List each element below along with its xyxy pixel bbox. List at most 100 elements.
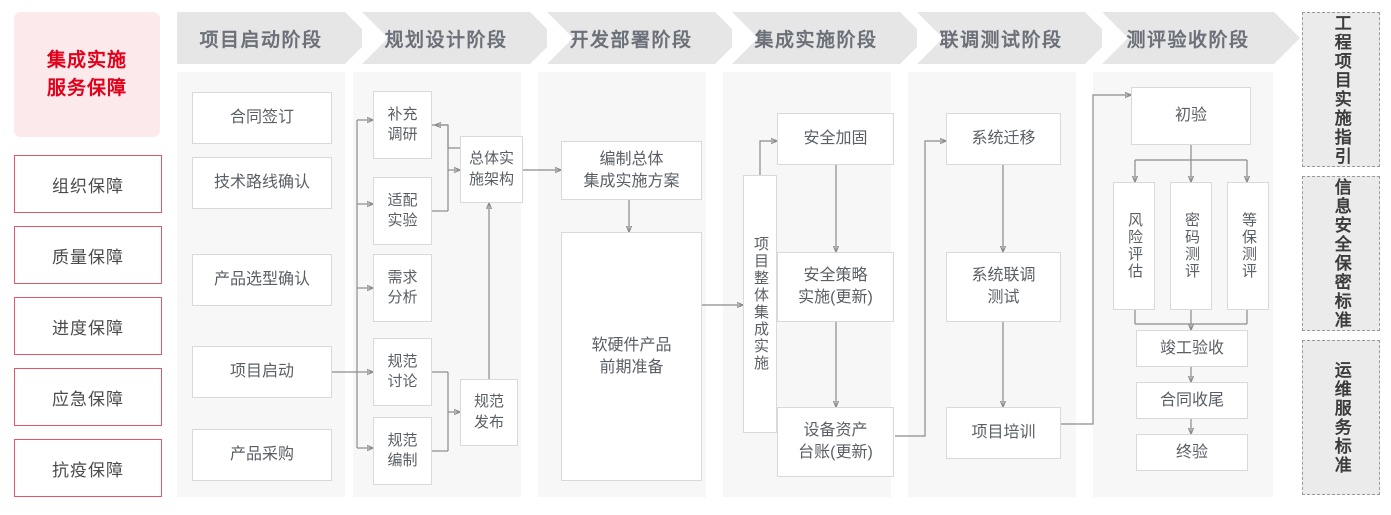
node-label: 密码测评 [1183, 212, 1200, 280]
node-label: 发布 [473, 413, 504, 431]
node-contract-closure[interactable]: 合同收尾 [1136, 382, 1248, 419]
node-label: 技术路线确认 [213, 174, 310, 192]
standard-panel-ops[interactable]: 运维服务标准 [1302, 340, 1380, 495]
node-label: 软硬件产品 [591, 336, 672, 354]
node-label: 产品选型确认 [213, 271, 310, 289]
node-system-migration[interactable]: 系统迁移 [946, 113, 1061, 165]
node-label: 需求 [387, 268, 418, 286]
node-hw-sw-preparation[interactable]: 软硬件产品前期准备 [561, 232, 702, 481]
sidebar-item-quality[interactable]: 质量保障 [14, 226, 162, 284]
sidebar-title: 集成实施 服务保障 [14, 12, 160, 137]
node-adaptation-test[interactable]: 适配实验 [373, 177, 432, 245]
node-label: 施架构 [468, 170, 514, 188]
node-preliminary-acceptance[interactable]: 初验 [1131, 87, 1251, 145]
node-label: 安全策略 [803, 267, 868, 285]
phase-header-5[interactable]: 联调测试阶段 [917, 12, 1111, 64]
sidebar-item-schedule[interactable]: 进度保障 [14, 297, 162, 355]
node-label: 前期准备 [599, 358, 664, 376]
node-label: 合同收尾 [1159, 391, 1224, 409]
node-label: 规范 [387, 431, 418, 449]
sidebar-item-emergency[interactable]: 应急保障 [14, 368, 162, 426]
standard-panel-label: 运维服务标准 [1331, 360, 1351, 475]
sidebar-item-label: 进度保障 [52, 318, 124, 338]
node-label: 实施(更新) [798, 289, 873, 306]
node-label: 项目启动 [229, 363, 294, 381]
node-security-hardening[interactable]: 安全加固 [777, 113, 894, 165]
node-draft-integration-plan[interactable]: 编制总体集成实施方案 [561, 141, 702, 200]
node-label: 规范 [387, 352, 418, 370]
node-mlps-evaluation[interactable]: 等保测评 [1227, 182, 1269, 310]
node-label: 总体实 [468, 150, 514, 168]
node-supplementary-research[interactable]: 补充调研 [373, 91, 432, 159]
node-product-selection[interactable]: 产品选型确认 [192, 254, 332, 306]
standard-panel-infosec[interactable]: 信息安全保密标准 [1302, 176, 1380, 331]
node-label: 规范 [473, 393, 504, 411]
node-label: 设备资产 [803, 422, 868, 440]
sidebar-item-label: 质量保障 [52, 247, 124, 267]
node-spec-drafting[interactable]: 规范编制 [373, 417, 432, 485]
chevron-right-icon [1274, 12, 1300, 64]
node-spec-discussion[interactable]: 规范讨论 [373, 338, 432, 406]
node-tech-route[interactable]: 技术路线确认 [192, 157, 332, 209]
node-label: 补充 [387, 105, 418, 123]
node-overall-architecture[interactable]: 总体实施架构 [460, 136, 523, 203]
node-label: 实验 [387, 212, 418, 229]
node-label: 产品采购 [229, 446, 294, 464]
node-label: 测试 [987, 289, 1020, 306]
standard-panel-label: 工程项目实施指引 [1331, 13, 1351, 166]
node-label: 风险评估 [1126, 212, 1143, 280]
sidebar-item-epidemic[interactable]: 抗疫保障 [14, 439, 162, 497]
phase-header-4[interactable]: 集成实施阶段 [732, 12, 926, 64]
sidebar-item-label: 组织保障 [52, 176, 124, 196]
node-label: 竣工验收 [1159, 339, 1224, 357]
node-project-training[interactable]: 项目培训 [946, 407, 1061, 459]
phase-header-2[interactable]: 规划设计阶段 [362, 12, 556, 64]
phase-header-1[interactable]: 项目启动阶段 [177, 12, 371, 64]
phase-header-6[interactable]: 测评验收阶段 [1102, 12, 1300, 64]
node-requirement-analysis[interactable]: 需求分析 [373, 254, 432, 322]
node-label: 适配 [387, 191, 418, 209]
node-label: 项目培训 [971, 424, 1036, 442]
chevron-notch-icon [547, 12, 573, 64]
node-label: 等保测评 [1240, 212, 1257, 280]
node-label: 终验 [1175, 443, 1208, 461]
phase-header-label: 开发部署阶段 [569, 29, 693, 51]
phase-header-label: 集成实施阶段 [754, 29, 878, 51]
node-label: 项目整体集成实施 [752, 236, 769, 372]
standard-panel-label: 信息安全保密标准 [1331, 177, 1351, 330]
node-label: 安全加固 [803, 130, 868, 148]
node-asset-ledger[interactable]: 设备资产台账(更新) [777, 407, 894, 477]
node-label: 调研 [387, 126, 418, 143]
node-overall-integration[interactable]: 项目整体集成实施 [743, 175, 777, 433]
sidebar-item-organization[interactable]: 组织保障 [14, 155, 162, 213]
node-product-purchase[interactable]: 产品采购 [192, 429, 332, 481]
node-label: 初验 [1174, 107, 1207, 125]
phase-header-label: 测评验收阶段 [1126, 29, 1250, 51]
node-label: 编制 [387, 452, 418, 469]
node-label: 台账(更新) [798, 444, 873, 461]
node-label: 集成实施方案 [583, 172, 680, 190]
node-label: 系统迁移 [971, 130, 1036, 148]
node-crypto-evaluation[interactable]: 密码测评 [1170, 182, 1212, 310]
sidebar-item-label: 抗疫保障 [52, 460, 124, 480]
node-label: 讨论 [387, 373, 418, 390]
node-label: 编制总体 [599, 150, 664, 168]
phase-header-label: 项目启动阶段 [199, 29, 323, 51]
chevron-notch-icon [732, 12, 758, 64]
node-contract-signing[interactable]: 合同签订 [192, 92, 332, 144]
node-project-kickoff[interactable]: 项目启动 [192, 346, 332, 398]
phase-header-label: 规划设计阶段 [384, 29, 508, 51]
sidebar-title-line1: 集成实施 [46, 49, 127, 71]
node-completion-acceptance[interactable]: 竣工验收 [1136, 330, 1248, 367]
node-label: 合同签订 [229, 109, 294, 127]
node-final-acceptance[interactable]: 终验 [1136, 434, 1248, 471]
chevron-notch-icon [917, 12, 943, 64]
phase-header-3[interactable]: 开发部署阶段 [547, 12, 741, 64]
sidebar-title-line2: 服务保障 [46, 77, 127, 99]
standard-panel-engineering[interactable]: 工程项目实施指引 [1302, 12, 1380, 167]
node-spec-release[interactable]: 规范发布 [460, 379, 518, 446]
node-system-joint-test[interactable]: 系统联调测试 [946, 252, 1061, 322]
node-security-policy-impl[interactable]: 安全策略实施(更新) [777, 252, 894, 322]
node-risk-assessment[interactable]: 风险评估 [1113, 182, 1155, 310]
node-label: 系统联调 [971, 267, 1036, 285]
